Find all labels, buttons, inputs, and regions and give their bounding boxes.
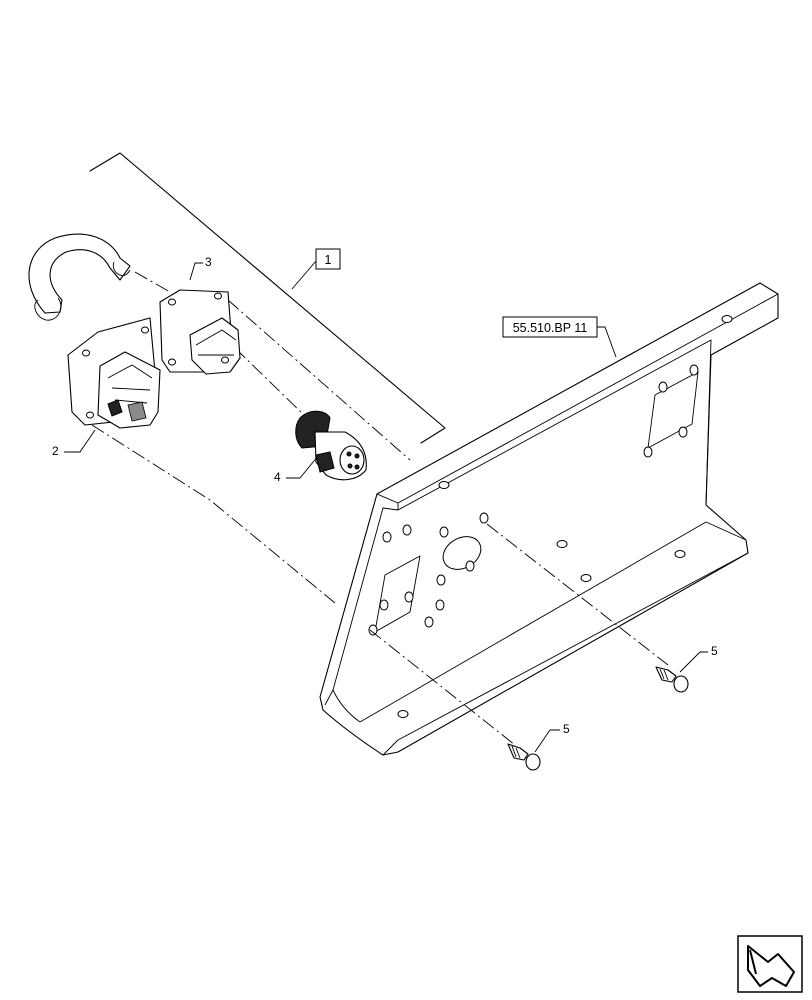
callout-1[interactable]: 1 [315, 248, 341, 270]
callout-2[interactable]: 2 [52, 429, 96, 458]
screw-item-5-upper [655, 666, 689, 693]
next-page-arrow-icon[interactable] [737, 935, 803, 993]
callout-1-label: 1 [325, 253, 332, 267]
reference-callout[interactable]: 55.510.BP 11 [502, 316, 617, 358]
callout-5a-label: 5 [711, 644, 718, 658]
plug-item-4 [295, 410, 367, 481]
callout-3-label: 3 [205, 255, 212, 269]
screw-item-5-lower [507, 743, 541, 771]
connector-item-3 [159, 289, 241, 375]
callout-2-label: 2 [52, 444, 59, 458]
bracket-holes [368, 315, 733, 718]
connector-item-2 [67, 317, 161, 429]
callout-3[interactable]: 3 [189, 255, 212, 281]
reference-label: 55.510.BP 11 [513, 321, 588, 335]
callout-5-lower[interactable]: 5 [534, 722, 570, 753]
cable-loop [28, 233, 131, 321]
mounting-bracket [319, 282, 779, 756]
group-bracket-line [89, 152, 446, 444]
callout-5-upper[interactable]: 5 [679, 644, 718, 673]
callout-4-label: 4 [274, 470, 281, 484]
callout-4[interactable]: 4 [274, 455, 319, 484]
callout-5b-label: 5 [563, 722, 570, 736]
alignment-lines [91, 271, 669, 746]
